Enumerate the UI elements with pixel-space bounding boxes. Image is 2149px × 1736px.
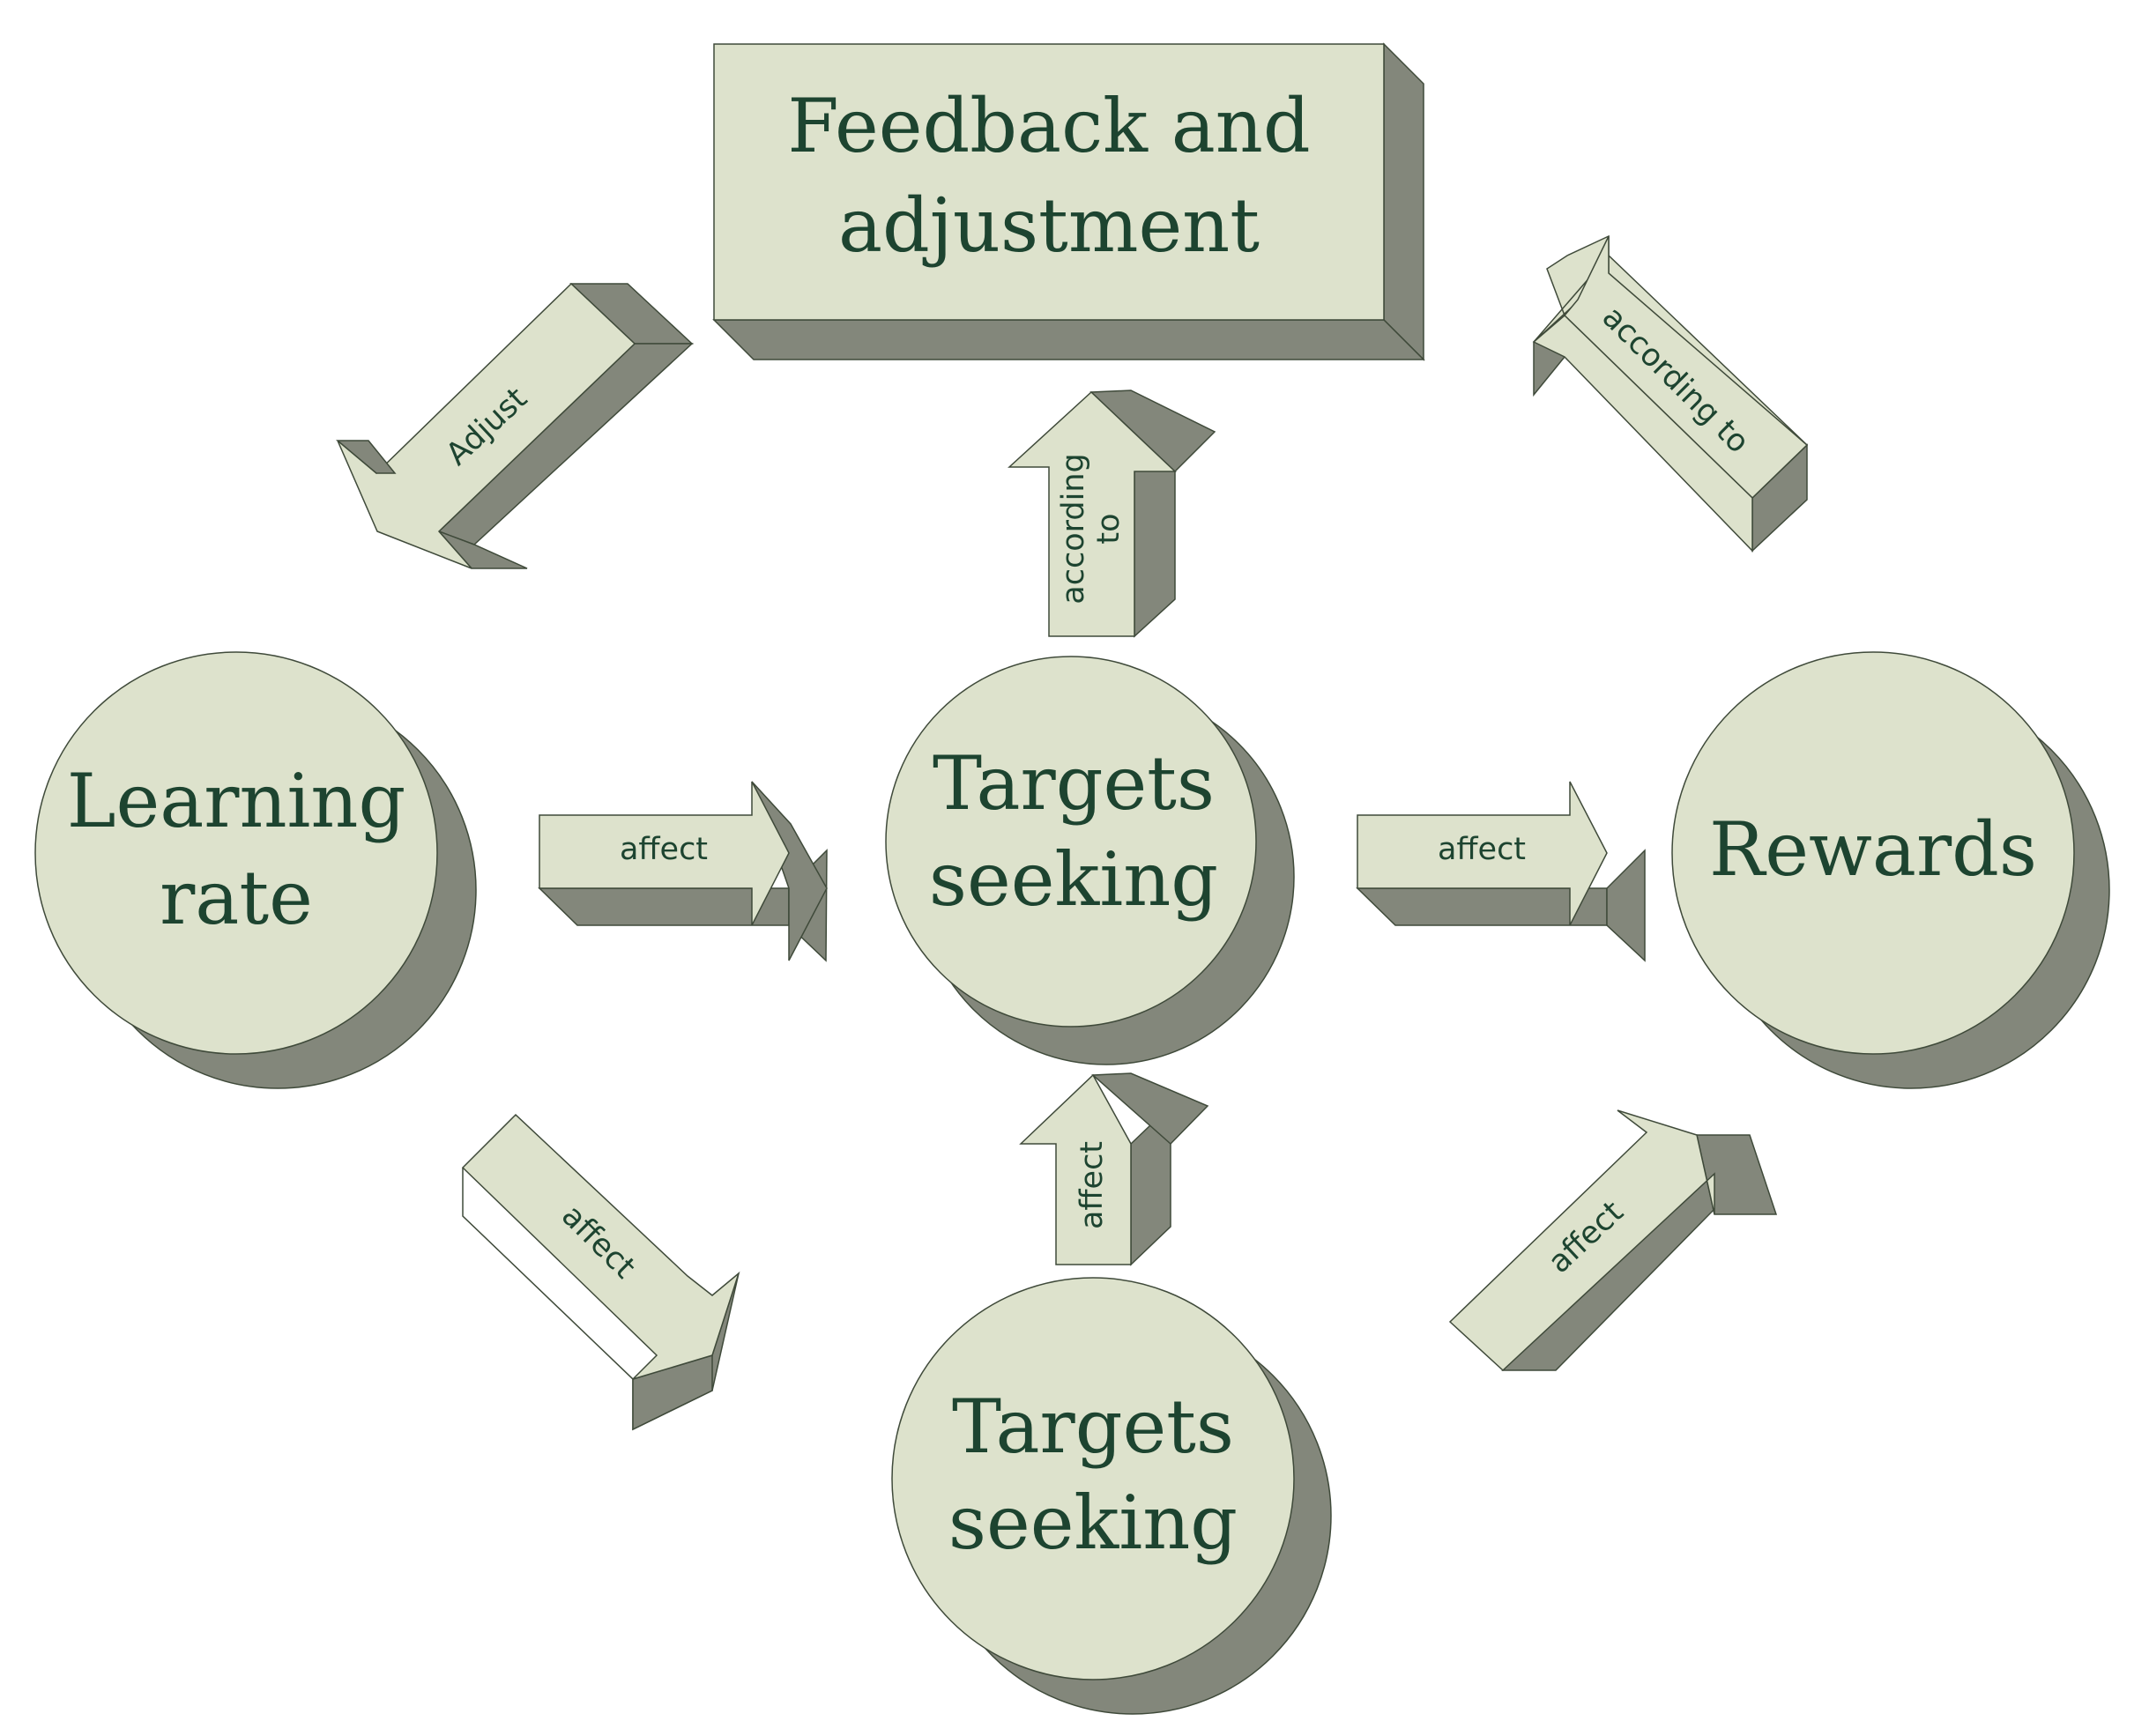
arrow-side xyxy=(462,1168,740,1431)
targets-seeking-bottom-node[interactable]: Targets seeking xyxy=(891,1277,1332,1715)
feedback-and-adjustment-box[interactable]: Feedback and adjustment xyxy=(712,42,1425,361)
node-face xyxy=(885,656,1257,1028)
arrow-front-face xyxy=(1532,314,1753,553)
rewards-label: Rewards xyxy=(1709,806,2037,893)
targets-seeking-center-line2: seeking xyxy=(929,836,1218,923)
node-face xyxy=(891,1277,1295,1680)
arrow-head-tip-side xyxy=(335,440,397,474)
box-face xyxy=(713,43,1385,321)
targets-seeking-bottom-line2: seeking xyxy=(948,1480,1238,1566)
arrow-label: affect xyxy=(1074,1141,1110,1229)
arrow-head-side xyxy=(1606,849,1646,962)
learning-rate-line2: rate xyxy=(160,855,313,941)
arrow-affect-targets-to-rewards[interactable]: affect xyxy=(1356,781,1646,962)
learning-rate-node[interactable]: Learning rate xyxy=(34,651,477,1089)
arrow-label: affect xyxy=(1438,832,1526,867)
arrow-face xyxy=(1357,781,1608,926)
arrow-head-top xyxy=(1091,1072,1209,1146)
rewards-node[interactable]: Rewards xyxy=(1671,651,2110,1089)
targets-seeking-center-line1: Targets xyxy=(933,740,1215,827)
arrow-adjust[interactable]: Adjust xyxy=(335,282,694,569)
arrow-label: affect xyxy=(620,832,708,867)
targets-seeking-center-node[interactable]: Targets seeking xyxy=(885,656,1295,1065)
feedback-label-line2: adjustment xyxy=(838,182,1260,269)
learning-rate-line1: Learning xyxy=(67,758,406,844)
feedback-label-line1: Feedback and xyxy=(787,83,1310,169)
arrow-label-line2: to xyxy=(1091,513,1127,544)
arrow-according-to-center[interactable]: accordingto xyxy=(1008,389,1216,638)
arrow-label: accordingto xyxy=(1056,453,1127,604)
targets-seeking-bottom-line1: Targets xyxy=(952,1384,1234,1470)
node-face xyxy=(1671,651,2075,1055)
box-right-side xyxy=(1383,42,1424,361)
arrow-according-to-right[interactable]: according to xyxy=(1532,234,1809,553)
arrow-face xyxy=(461,1113,740,1380)
box-bottom-side xyxy=(712,319,1425,360)
arrow-affect-bottom-to-center[interactable]: affect xyxy=(1019,1072,1209,1266)
arrow-label-line1: according xyxy=(1056,453,1091,604)
arrow-face xyxy=(1019,1073,1132,1265)
arrow-face xyxy=(539,781,790,926)
node-face xyxy=(34,651,438,1055)
arrow-affect-bottom-to-rewards[interactable]: affect xyxy=(1448,1109,1778,1372)
arrow-face xyxy=(1008,390,1177,637)
arrow-affect-learning-to-bottom[interactable]: affect xyxy=(461,1113,740,1431)
arrow-affect-learning-to-targets[interactable]: affect xyxy=(538,781,828,962)
arrow-face xyxy=(1448,1109,1715,1372)
